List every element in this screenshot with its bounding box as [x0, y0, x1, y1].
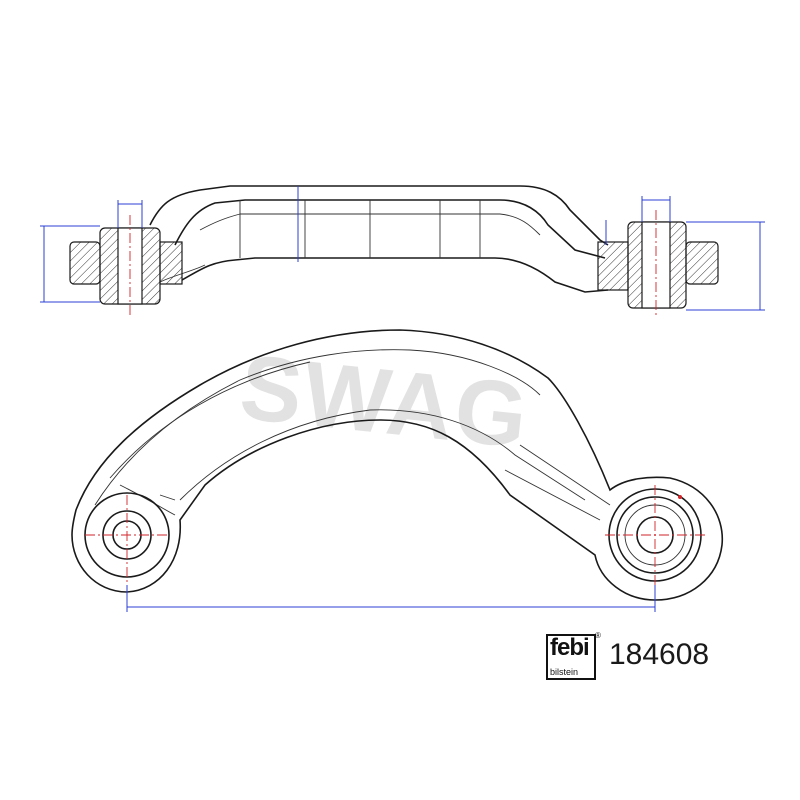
top-view — [40, 185, 765, 318]
right-stud-inner — [597, 241, 629, 291]
logo-subtext: bilstein — [550, 667, 579, 677]
right-stud — [685, 241, 719, 285]
febi-bilstein-logo: febi bilstein — [546, 634, 596, 680]
logo-text: febi — [550, 634, 590, 661]
part-number: 184608 — [609, 638, 710, 671]
side-view — [71, 329, 724, 612]
registered-mark: ® — [595, 631, 601, 640]
left-stud — [69, 241, 101, 285]
left-stud-inner — [159, 241, 183, 285]
